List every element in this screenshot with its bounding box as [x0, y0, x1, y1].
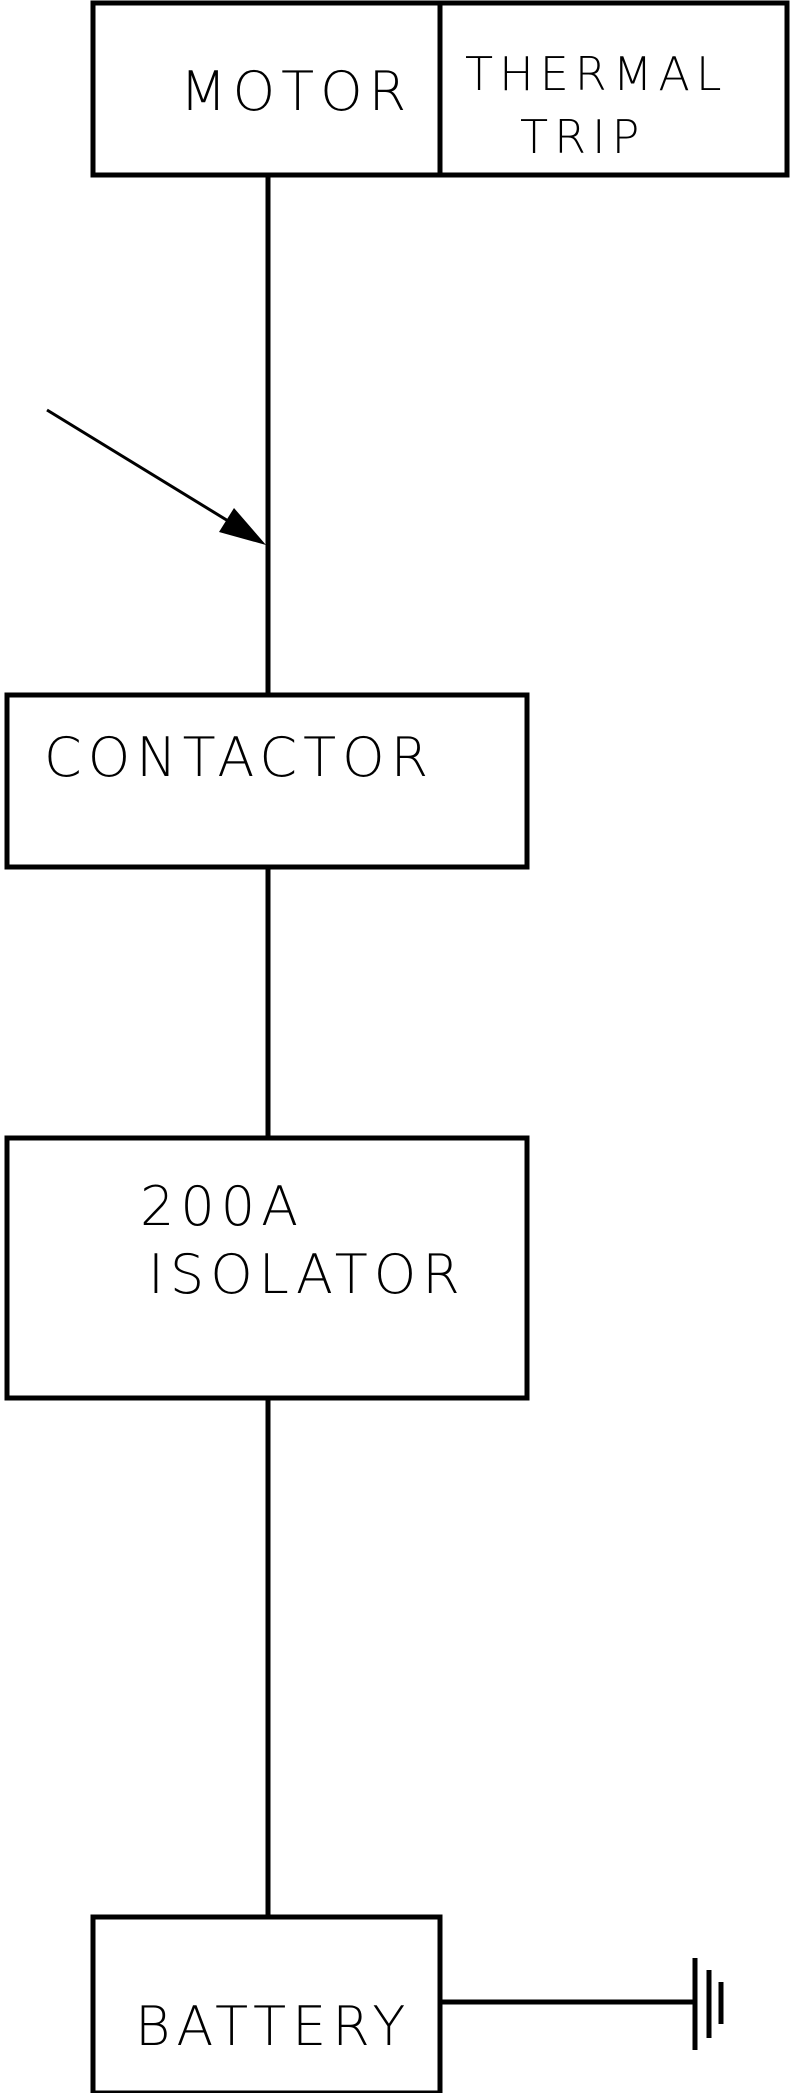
battery-box — [90, 1914, 443, 2093]
motor-label: MOTOR — [180, 60, 412, 123]
contactor-label: CONTACTOR — [44, 726, 434, 789]
isolator-label: ISOLATOR — [148, 1243, 466, 1306]
isolator-box — [4, 1135, 530, 1401]
battery-label: BATTERY — [135, 1995, 411, 2058]
thermal-trip-box — [437, 0, 790, 178]
motor-box — [90, 0, 443, 178]
thermal-trip-label-line2: TRIP — [520, 110, 645, 164]
pointer-arrow-head — [219, 508, 266, 545]
isolator-rating-label: 200A — [140, 1175, 304, 1238]
pointer-arrow-line — [46, 408, 239, 529]
ground-icon — [692, 1958, 724, 2050]
thermal-trip-label-line1: THERMAL — [465, 47, 728, 101]
